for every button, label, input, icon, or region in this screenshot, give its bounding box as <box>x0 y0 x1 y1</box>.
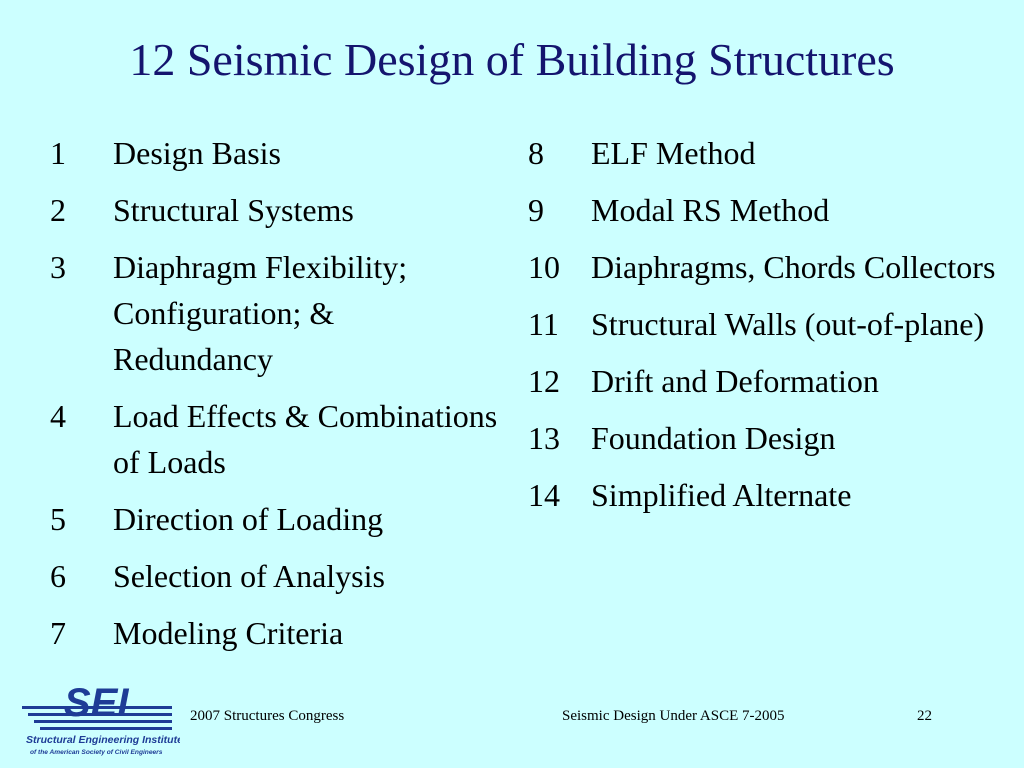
item-number: 12 <box>528 363 560 399</box>
list-item: 2 Structural Systems <box>50 187 500 233</box>
logo-subtitle: of the American Society of Civil Enginee… <box>30 749 163 756</box>
sei-logo: SEI Structural Engineering Institute of … <box>22 681 180 756</box>
item-number: 5 <box>50 501 66 537</box>
slide-title: 12 Seismic Design of Building Structures <box>129 34 895 85</box>
item-number: 3 <box>50 249 66 285</box>
list-item: 5 Direction of Loading <box>50 496 500 542</box>
list-item: 10 Diaphragms, Chords Collectors <box>528 244 998 290</box>
list-item: 6 Selection of Analysis <box>50 553 500 599</box>
item-text: Modeling Criteria <box>113 615 344 651</box>
item-text: Foundation Design <box>591 420 836 456</box>
item-text: Drift and Deformation <box>591 363 879 399</box>
list-item: 7 Modeling Criteria <box>50 610 500 656</box>
item-text: Diaphragms, Chords Collectors <box>591 249 996 285</box>
list-item: 9 Modal RS Method <box>528 187 998 233</box>
right-item-list: 8 ELF Method 9 Modal RS Method 10 Diaphragm… <box>528 130 998 529</box>
list-item: 12 Drift and Deformation <box>528 358 998 404</box>
item-number: 4 <box>50 398 66 434</box>
logo-stripe <box>22 706 172 709</box>
list-item: 14 Simplified Alternate <box>528 472 998 518</box>
logo-name: Structural Engineering Institute <box>26 734 180 746</box>
logo-stripe <box>40 727 172 730</box>
list-item: 13 Foundation Design <box>528 415 998 461</box>
list-item: 1 Design Basis <box>50 130 500 176</box>
item-text: Selection of Analysis <box>113 558 385 594</box>
left-item-list: 1 Design Basis 2 Structural Systems 3 Diaph… <box>50 130 500 667</box>
footer-page-number: 22 <box>917 708 932 724</box>
list-item: 11 Structural Walls (out-of-plane) <box>528 301 998 347</box>
logo-mark: SEI <box>64 681 129 725</box>
item-number: 9 <box>528 192 544 228</box>
item-text: Load Effects & Combinations of Loads <box>113 398 498 480</box>
item-number: 6 <box>50 558 66 594</box>
item-text: Design Basis <box>113 135 281 171</box>
item-number: 8 <box>528 135 544 171</box>
item-text: Direction of Loading <box>113 501 384 537</box>
item-text: Diaphragm Flexibility; Configuration; & … <box>113 249 408 377</box>
list-item: 4 Load Effects & Combinations of Loads <box>50 393 500 485</box>
item-text: Structural Walls (out-of-plane) <box>591 306 985 342</box>
item-text: ELF Method <box>591 135 756 171</box>
footer-presentation-title: Seismic Design Under ASCE 7-2005 <box>562 708 785 724</box>
item-number: 1 <box>50 135 66 171</box>
item-number: 2 <box>50 192 66 228</box>
footer-event: 2007 Structures Congress <box>190 708 345 724</box>
item-number: 13 <box>528 420 560 456</box>
list-item: 8 ELF Method <box>528 130 998 176</box>
item-number: 11 <box>528 306 559 342</box>
item-text: Structural Systems <box>113 192 354 228</box>
list-item: 3 Diaphragm Flexibility; Configuration; &… <box>50 244 500 382</box>
item-number: 10 <box>528 249 560 285</box>
item-number: 14 <box>528 477 560 513</box>
logo-stripe <box>28 713 172 716</box>
logo-stripe <box>34 720 172 723</box>
item-text: Modal RS Method <box>591 192 830 228</box>
item-text: Simplified Alternate <box>591 477 852 513</box>
item-number: 7 <box>50 615 66 651</box>
